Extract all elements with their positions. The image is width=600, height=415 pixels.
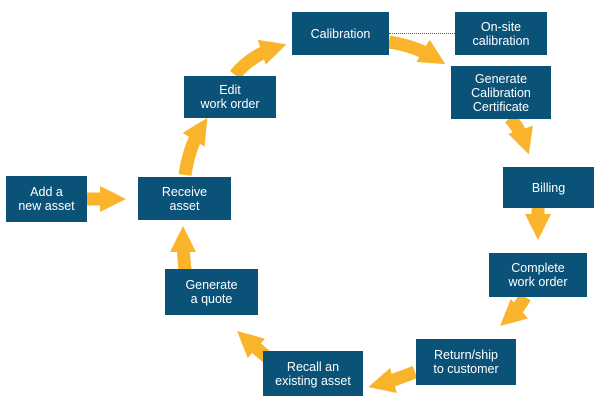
node-onsite-calibration: On-site calibration: [455, 12, 547, 55]
node-edit-work-order: Edit work order: [184, 76, 276, 118]
arrow-quote-to-receive: [170, 226, 197, 271]
node-calibration: Calibration: [292, 12, 389, 55]
node-return-ship: Return/ship to customer: [416, 339, 516, 385]
node-generate-quote: Generate a quote: [165, 269, 258, 315]
arrow-certificate-to-billing: [504, 113, 533, 155]
arrow-edit-to-calibration: [229, 39, 287, 80]
node-add-asset: Add a new asset: [6, 176, 87, 222]
arrow-calibration-to-certificate: [387, 35, 446, 65]
node-receive-asset: Receive asset: [138, 177, 231, 220]
node-generate-certificate: Generate Calibration Certificate: [451, 66, 551, 119]
arrow-return-to-recall: [368, 365, 418, 393]
node-complete-work-order: Complete work order: [489, 253, 587, 297]
node-billing: Billing: [503, 167, 594, 208]
arrow-complete-to-return: [500, 293, 531, 326]
arrow-receive-to-edit: [178, 117, 208, 176]
onsite-connector-line: [389, 33, 455, 34]
node-recall-asset: Recall an existing asset: [263, 351, 363, 396]
